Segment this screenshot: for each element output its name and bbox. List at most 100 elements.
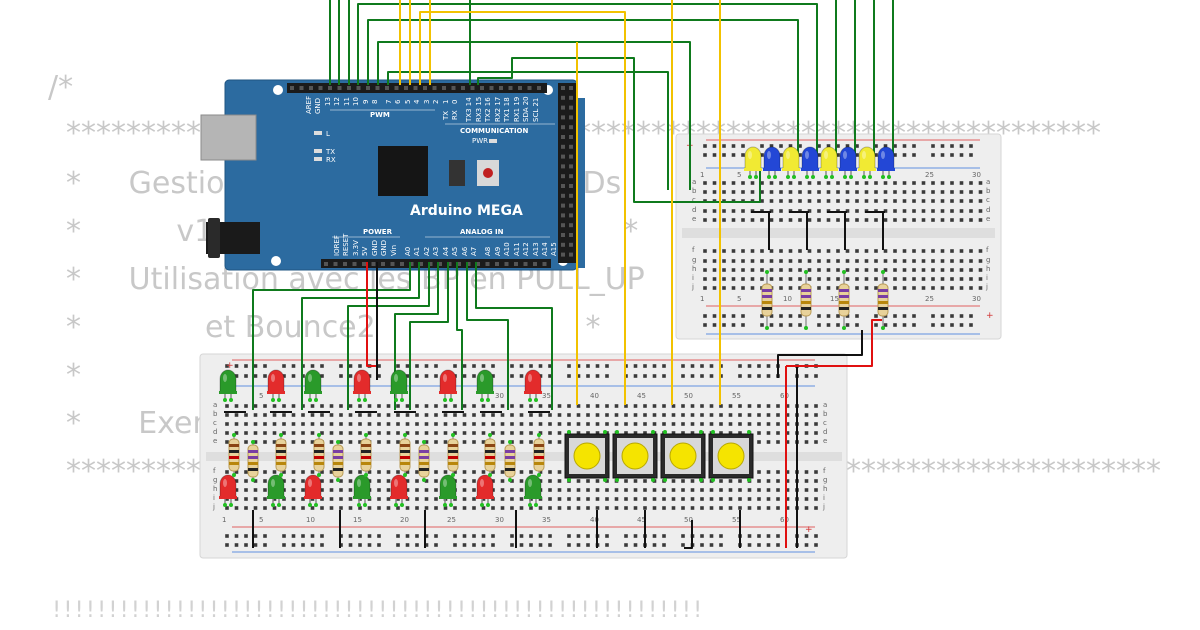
lb-col-40: 40 xyxy=(590,392,599,400)
rail-hole xyxy=(931,144,935,148)
sb-row-a-r: a xyxy=(986,178,990,186)
rail-hole xyxy=(836,323,840,327)
rail-hole xyxy=(462,534,467,538)
breadboard-hole xyxy=(481,470,486,474)
header-pin xyxy=(451,86,456,90)
rail-hole xyxy=(263,374,267,378)
rail-hole xyxy=(576,534,581,538)
breadboard-hole xyxy=(310,440,315,444)
breadboard-hole xyxy=(845,218,850,222)
breadboard-hole xyxy=(779,286,783,290)
breadboard-hole xyxy=(921,218,926,222)
breadboard-hole xyxy=(643,488,647,492)
breadboard-hole xyxy=(282,413,286,417)
breadboard-hole xyxy=(883,218,888,222)
breadboard-hole xyxy=(386,431,391,435)
rail-hole xyxy=(291,374,296,378)
rail-hole xyxy=(940,323,945,327)
rail-hole xyxy=(931,314,935,318)
lb-col-35-b: 35 xyxy=(542,516,551,524)
rail-hole xyxy=(320,374,324,378)
breadboard-hole xyxy=(722,181,726,185)
header-pin xyxy=(561,154,565,159)
breadboard-hole xyxy=(709,488,714,492)
pin-a12: A12 xyxy=(522,242,530,256)
breadboard-hole xyxy=(741,277,745,281)
rail-hole xyxy=(747,534,752,538)
resistor-body xyxy=(877,283,889,317)
rail-hole xyxy=(605,543,609,547)
breadboard-hole xyxy=(921,277,926,281)
breadboard-hole xyxy=(462,413,467,417)
led-rim xyxy=(524,391,542,394)
rail-hole xyxy=(662,543,666,547)
breadboard-hole xyxy=(320,422,324,426)
led-highlight xyxy=(357,479,361,487)
pin-marker xyxy=(887,175,891,179)
led-l-label: L xyxy=(326,130,330,138)
header-pin xyxy=(480,86,484,90)
breadboard-hole xyxy=(864,181,869,185)
button-cap xyxy=(573,442,601,470)
breadboard-hole xyxy=(538,413,543,417)
breadboard-hole xyxy=(690,497,695,501)
breadboard-hole xyxy=(874,277,878,281)
resistor-band xyxy=(801,289,811,292)
led-rim xyxy=(353,391,371,394)
breadboard-hole xyxy=(728,506,733,510)
sb-row-d-r: d xyxy=(986,206,990,214)
rail-hole xyxy=(950,314,954,318)
breadboard-hole xyxy=(883,268,888,272)
breadboard-hole xyxy=(557,479,562,483)
rail-hole xyxy=(519,374,524,378)
breadboard-hole xyxy=(225,440,229,444)
breadboard-hole xyxy=(529,404,533,408)
header-pin xyxy=(362,262,366,266)
breadboard-hole xyxy=(798,259,802,263)
lb-col-45: 45 xyxy=(637,392,646,400)
pin-marker xyxy=(868,175,872,179)
breadboard-hole xyxy=(712,181,717,185)
breadboard-hole xyxy=(921,249,926,253)
header-pin xyxy=(569,86,573,90)
breadboard-hole xyxy=(244,440,248,444)
breadboard-hole xyxy=(826,268,831,272)
breadboard-hole xyxy=(652,422,657,426)
pin-gnd-2: GND xyxy=(380,240,388,256)
pin-marker xyxy=(443,398,447,402)
lb-row-f: f xyxy=(213,467,216,475)
header-pin xyxy=(537,86,541,90)
breadboard-hole xyxy=(462,431,467,435)
resistor-band xyxy=(448,462,458,465)
rail-hole xyxy=(396,543,400,547)
pin-a14: A14 xyxy=(541,242,549,256)
breadboard-hole xyxy=(864,277,869,281)
breadboard-hole xyxy=(747,404,752,408)
rail-hole xyxy=(741,144,745,148)
rail-hole xyxy=(747,374,752,378)
rail-hole xyxy=(576,364,581,368)
led-rim xyxy=(820,168,838,171)
breadboard-hole xyxy=(415,413,419,417)
breadboard-hole xyxy=(817,286,821,290)
header-pin xyxy=(495,262,499,266)
pin-marker xyxy=(486,398,490,402)
led-highlight xyxy=(824,151,828,159)
breadboard-hole xyxy=(510,422,514,426)
breadboard-hole xyxy=(567,404,571,408)
breadboard-hole xyxy=(595,497,600,501)
header-pin xyxy=(561,144,565,149)
breadboard-hole xyxy=(434,440,438,444)
rail-hole xyxy=(538,534,543,538)
led-rim xyxy=(782,168,800,171)
breadboard-hole xyxy=(253,506,258,510)
breadboard-hole xyxy=(681,413,685,417)
breadboard-hole xyxy=(776,506,780,510)
breadboard-hole xyxy=(703,259,707,263)
breadboard-hole xyxy=(750,277,755,281)
breadboard-hole xyxy=(804,479,809,483)
pin-marker xyxy=(842,326,846,330)
breadboard-hole xyxy=(662,413,666,417)
rail-hole xyxy=(567,364,571,368)
breadboard-hole xyxy=(320,404,324,408)
